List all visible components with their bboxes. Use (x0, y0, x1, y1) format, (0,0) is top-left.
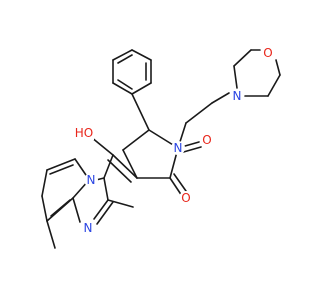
bond (107, 159, 132, 183)
oxygen-atom-morpholine: O (261, 46, 275, 60)
bond (117, 54, 133, 64)
bond (41, 169, 48, 197)
structure-canvas: O O N N HO O N N (41, 46, 281, 249)
bond (233, 65, 238, 89)
bond (103, 177, 109, 201)
bond (173, 173, 187, 192)
bond (112, 49, 133, 61)
atom-labels: O O N N HO O N N (74, 46, 275, 235)
bond (122, 129, 150, 151)
bond (72, 197, 81, 223)
bond (50, 199, 71, 217)
bond (117, 79, 133, 90)
atom-label: N (233, 89, 242, 103)
bond (169, 177, 183, 197)
atom-label: O (181, 191, 190, 205)
atom-label: N (84, 221, 93, 235)
bond (112, 82, 133, 95)
oxygen-atom-carbonyl-a: O (200, 133, 214, 147)
atom-label: HO (75, 126, 93, 140)
bond (90, 136, 114, 156)
bond (275, 59, 281, 76)
bond (41, 195, 48, 222)
nitrogen-atom-bridgehead: N (84, 173, 98, 187)
bond (103, 154, 114, 179)
bond (96, 201, 114, 225)
nitrogen-atom-lactam: N (171, 141, 185, 155)
bond (46, 220, 56, 249)
atom-label: N (174, 141, 183, 155)
nitrogen-atom-imidazole: N (81, 221, 95, 235)
oxygen-atom-carbonyl-b: O (179, 191, 193, 205)
bond (211, 92, 230, 104)
bond (131, 82, 152, 95)
bond (49, 164, 74, 175)
bond (122, 149, 138, 179)
hydroxyl-group: HO (74, 126, 94, 140)
bond (267, 74, 281, 97)
atom-label: O (202, 133, 211, 147)
bond (233, 49, 252, 67)
bond (185, 102, 213, 124)
bond (112, 154, 138, 179)
bond (93, 199, 109, 220)
bonds (41, 49, 281, 249)
bond (46, 158, 76, 171)
bond (74, 158, 89, 179)
bond (107, 199, 134, 208)
bond (131, 93, 150, 131)
bond (131, 49, 152, 61)
molecule-diagram: O O N N HO O N N (41, 46, 281, 249)
nitrogen-atom-morpholine: N (230, 89, 244, 103)
atom-label: O (263, 46, 272, 60)
atom-label: N (87, 173, 96, 187)
